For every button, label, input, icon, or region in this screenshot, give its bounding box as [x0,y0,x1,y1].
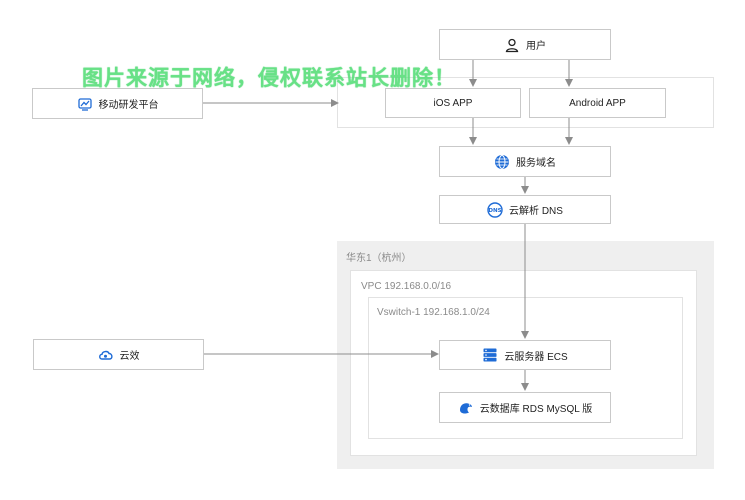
dns-icon: DNS [487,201,503,218]
user-icon [504,37,520,53]
svg-text:DNS: DNS [488,208,501,214]
node-rds[interactable]: 云数据库 RDS MySQL 版 [439,392,611,423]
node-cloud-dns[interactable]: DNS 云解析 DNS [439,195,611,224]
node-android-app-label: Android APP [569,97,626,109]
node-rds-label: 云数据库 RDS MySQL 版 [479,404,593,415]
node-ios-app[interactable]: iOS APP [385,88,521,118]
vpc-label: VPC 192.168.0.0/16 [361,281,452,292]
node-cloud-dns-label: 云解析 DNS [509,206,563,217]
watermark-text: 图片来源于网络，侵权联系站长删除！ [82,67,456,90]
region-area-label: 华东1（杭州） [346,253,412,264]
vswitch-label: Vswitch-1 192.168.1.0/24 [377,307,490,318]
node-mobile-platform[interactable]: 移动研发平台 [32,88,203,119]
node-yunxiao-label: 云效 [119,351,140,362]
node-android-app[interactable]: Android APP [529,88,666,118]
server-icon [482,347,498,363]
node-domain-service-label: 服务域名 [516,158,556,169]
node-mobile-platform-label: 移动研发平台 [98,100,159,111]
node-ecs[interactable]: 云服务器 ECS [439,340,611,370]
globe-icon [494,154,510,170]
node-domain-service[interactable]: 服务域名 [439,146,611,177]
node-user[interactable]: 用户 [439,29,611,60]
node-ecs-label: 云服务器 ECS [504,351,568,363]
node-yunxiao[interactable]: 云效 [33,339,204,370]
mobile-platform-icon [77,96,93,112]
yunxiao-icon [98,347,114,363]
database-icon [458,400,474,416]
node-ios-app-label: iOS APP [433,97,473,109]
node-user-label: 用户 [526,41,546,52]
